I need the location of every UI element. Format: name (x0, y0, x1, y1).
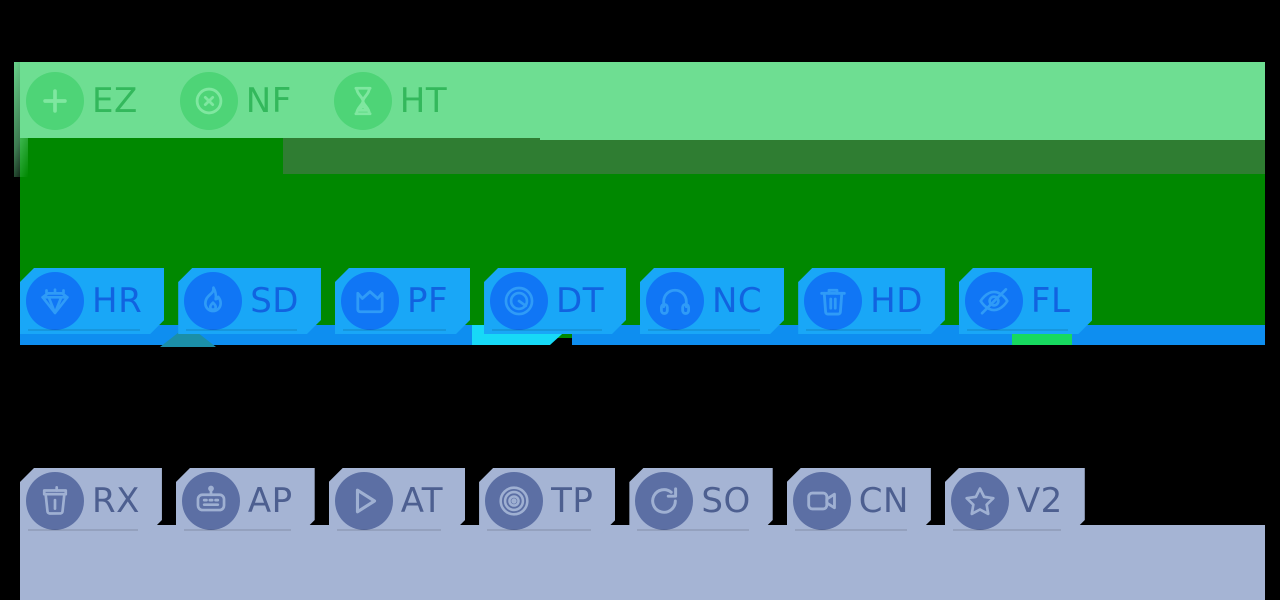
badge-row-green: EZ NF HT (20, 62, 483, 140)
badge-rx[interactable]: RX (20, 468, 162, 534)
badge-label: SD (250, 281, 299, 321)
badge-label: HR (92, 281, 143, 321)
badge-label: PF (406, 281, 449, 321)
badge-row-slate: RX AP AT TP SO CN V2 (20, 462, 1099, 540)
badge-label: NC (711, 281, 763, 321)
crown-icon (341, 272, 399, 330)
badge-label: EZ (92, 81, 138, 121)
drink-cup-icon (26, 472, 84, 530)
badge-dt[interactable]: DT (484, 268, 626, 334)
play-icon (335, 472, 393, 530)
slate-band (20, 543, 1265, 600)
badge-cn[interactable]: CN (787, 468, 931, 534)
badge-v2[interactable]: V2 (945, 468, 1085, 534)
diamond-icon (26, 272, 84, 330)
badge-fl[interactable]: FL (959, 268, 1093, 334)
badge-label: RX (92, 481, 140, 521)
badge-pf[interactable]: PF (335, 268, 470, 334)
badge-nf[interactable]: NF (174, 68, 314, 134)
star-icon (951, 472, 1009, 530)
refresh-icon (635, 472, 693, 530)
badge-hr[interactable]: HR (20, 268, 164, 334)
hourglass-icon (334, 72, 392, 130)
badge-ap[interactable]: AP (176, 468, 315, 534)
headphones-icon (646, 272, 704, 330)
badge-label: NF (245, 81, 292, 121)
badge-ez[interactable]: EZ (20, 68, 160, 134)
badge-at[interactable]: AT (329, 468, 465, 534)
badge-label: DT (556, 281, 604, 321)
target-icon (485, 472, 543, 530)
badge-ht[interactable]: HT (328, 68, 469, 134)
badge-hd[interactable]: HD (798, 268, 945, 334)
close-circle-icon (180, 72, 238, 130)
plus-icon (26, 72, 84, 130)
badge-label: CN (858, 481, 909, 521)
blue-row-tail-fill-e (1072, 325, 1265, 345)
green-row-tail-fill (540, 62, 1265, 140)
flame-icon (184, 272, 242, 330)
speedometer-icon (490, 272, 548, 330)
badge-sd[interactable]: SD (178, 268, 321, 334)
badge-label: HT (399, 81, 448, 121)
badge-nc[interactable]: NC (640, 268, 784, 334)
badge-label: V2 (1016, 481, 1063, 521)
green-dark-band (20, 138, 283, 174)
video-camera-icon (793, 472, 851, 530)
badge-label: TP (551, 481, 594, 521)
badge-label: SO (701, 481, 751, 521)
badge-label: AP (247, 481, 293, 521)
badge-label: HD (870, 281, 923, 321)
badge-so[interactable]: SO (629, 468, 772, 534)
badge-label: AT (400, 481, 444, 521)
badge-row-blue: HR SD PF DT NC HD FL (20, 262, 1106, 340)
eye-off-icon (965, 272, 1023, 330)
badge-tp[interactable]: TP (479, 468, 615, 534)
badge-label: FL (1030, 281, 1071, 321)
robot-icon (182, 472, 240, 530)
trash-icon (804, 272, 862, 330)
